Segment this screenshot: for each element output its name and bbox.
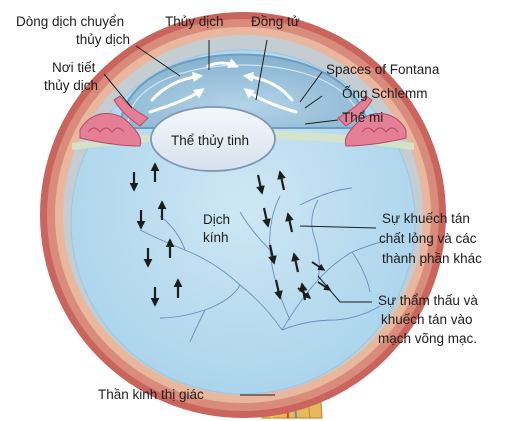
leader-lines — [103, 39, 377, 396]
label-diffusion-line1: Sự khuếch tán — [382, 211, 470, 226]
label-schlemm-canal: Ống Schlemm — [342, 86, 428, 101]
label-optic-nerve: Thần kinh thị giác — [98, 387, 204, 402]
label-spaces-of-fontana: Spaces of Fontana — [326, 62, 440, 77]
lens — [150, 106, 276, 172]
label-aqueous-flow-line1: Dòng dịch chuyển — [16, 14, 124, 29]
label-vitreous-line2: kính — [203, 230, 229, 245]
label-secretion-site-line2: thủy dịch — [44, 78, 98, 93]
label-aqueous-flow-line2: thủy dịch — [76, 32, 130, 47]
label-diffusion-line2: chất lỏng và các — [379, 231, 477, 246]
label-osmosis-line1: Sự thẩm thấu và — [378, 293, 478, 308]
ciliary-body-left — [79, 95, 149, 147]
ciliary-body-right — [337, 95, 407, 147]
label-aqueous-humor: Thủy dịch — [165, 14, 224, 29]
label-vitreous-line1: Dịch — [203, 212, 230, 227]
label-secretion-site-line1: Nơi tiết — [52, 60, 96, 75]
label-lens: Thể thủy tinh — [171, 133, 249, 148]
label-diffusion-line3: thành phần khác — [382, 251, 482, 266]
diffusion-arrows — [129, 162, 332, 307]
aqueous-flow-arrows — [148, 58, 298, 114]
label-osmosis-line3: mạch võng mạc. — [378, 331, 477, 346]
label-ciliary-body: Thể mi — [342, 110, 383, 125]
label-osmosis-line2: khuếch tán vào — [381, 312, 473, 327]
label-pupil: Đồng tử — [251, 14, 300, 29]
